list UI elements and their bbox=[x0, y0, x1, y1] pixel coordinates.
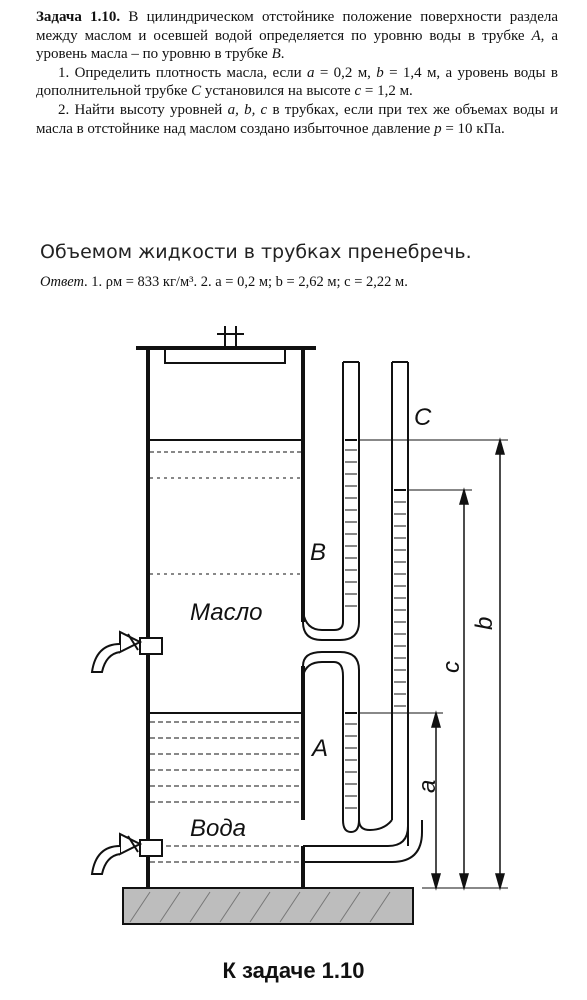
extension-lines bbox=[359, 439, 508, 889]
label-dim-a: a bbox=[414, 780, 441, 793]
oil-surface bbox=[150, 439, 302, 575]
label-B: B bbox=[310, 539, 326, 566]
tube-B-oil bbox=[345, 449, 357, 607]
label-dim-c: c bbox=[438, 661, 465, 673]
tube-C bbox=[303, 361, 423, 863]
label-dim-b: b bbox=[471, 617, 498, 630]
question-1: 1. Определить плотность масла, если a = … bbox=[36, 64, 558, 100]
label-oil: Масло bbox=[190, 599, 263, 626]
tube-A-water bbox=[345, 723, 357, 809]
tank bbox=[136, 326, 316, 888]
problem-intro: Задача 1.10. В цилиндрическом отстойнике… bbox=[36, 9, 558, 63]
water-region bbox=[150, 712, 302, 863]
water-tap bbox=[90, 832, 163, 875]
tube-C-water bbox=[394, 501, 406, 707]
ground-hatch bbox=[129, 891, 391, 923]
answer-label: Ответ bbox=[40, 274, 84, 290]
tube-B bbox=[302, 361, 360, 641]
question-2: 2. Найти высоту уровней a, b, c в трубка… bbox=[36, 101, 558, 137]
note-text: Объемом жидкости в трубках пренебречь. bbox=[40, 241, 472, 263]
oil-tap bbox=[90, 630, 163, 673]
ground-base bbox=[122, 887, 414, 925]
label-A: A bbox=[310, 735, 328, 762]
dimension-b bbox=[495, 437, 505, 891]
tube-A bbox=[302, 651, 360, 820]
settling-tank-figure: Масло Вода B A C a c b bbox=[90, 326, 508, 925]
problem-title: Задача 1.10. bbox=[36, 9, 121, 25]
dimension-c bbox=[459, 487, 469, 891]
label-C: C bbox=[414, 404, 432, 431]
label-water: Вода bbox=[190, 815, 246, 842]
answer-line: Ответ. 1. ρм = 833 кг/м³. 2. a = 0,2 м; … bbox=[40, 274, 560, 291]
dimension-a bbox=[431, 710, 441, 891]
figure-caption: К задаче 1.10 bbox=[222, 958, 365, 983]
problem-statement: Задача 1.10. В цилиндрическом отстойнике… bbox=[36, 8, 558, 138]
answer-text: . 1. ρм = 833 кг/м³. 2. a = 0,2 м; b = 2… bbox=[83, 274, 408, 290]
